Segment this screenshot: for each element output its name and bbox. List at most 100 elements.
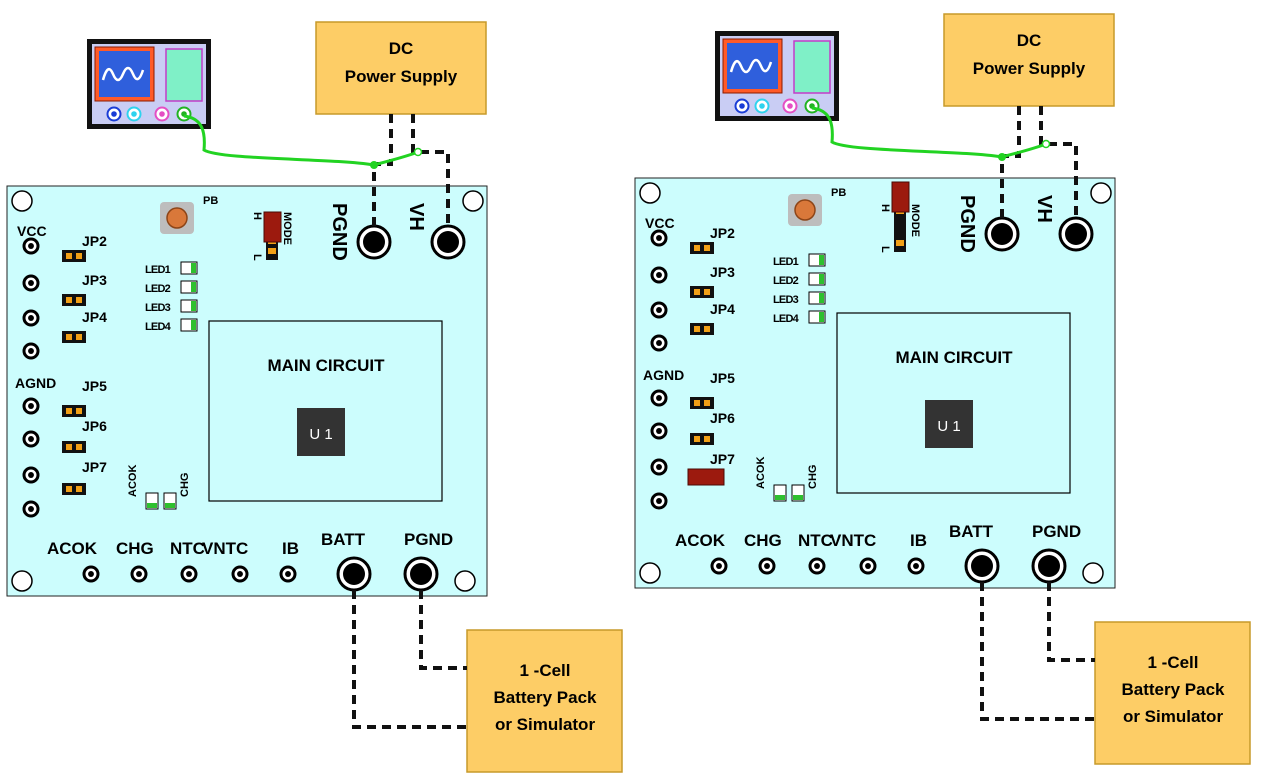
jumper-pin (76, 253, 82, 259)
test-point-icon[interactable] (650, 334, 668, 352)
led-cathode (819, 274, 824, 284)
test-point-icon[interactable] (710, 557, 728, 575)
test-point-icon[interactable] (22, 500, 40, 518)
test-point-icon[interactable] (859, 557, 877, 575)
power-supply-label: DC (1017, 31, 1042, 50)
push-button-icon[interactable] (160, 202, 194, 234)
led-cathode (191, 320, 196, 330)
led-label-1: LED1 (145, 264, 171, 276)
test-point-icon[interactable] (650, 389, 668, 407)
acok-led-label: ACOK (755, 457, 767, 489)
test-point-icon[interactable] (22, 430, 40, 448)
jumper-icon (690, 397, 714, 409)
jumper-pin (66, 408, 72, 414)
test-point-center (28, 280, 34, 286)
jumper-pin (704, 245, 710, 251)
test-point-icon[interactable] (650, 458, 668, 476)
jumper-pin (66, 444, 72, 450)
test-point-icon[interactable] (22, 397, 40, 415)
led-icon (180, 318, 198, 332)
jumper-label-jp4: JP4 (82, 309, 107, 325)
test-point-icon[interactable] (22, 342, 40, 360)
battery-box (1094, 621, 1251, 765)
jumper-label-jp2: JP2 (710, 225, 735, 241)
mode-h-label: H (251, 212, 263, 220)
pgnd-top-terminal[interactable] (356, 224, 392, 260)
scope-channel-dot (159, 111, 165, 117)
probe-wire (811, 106, 1047, 159)
battery-label: 1 -Cell (519, 661, 570, 680)
test-point-center (28, 348, 34, 354)
jumper-label-jp2: JP2 (82, 233, 107, 249)
push-button-cap (794, 199, 816, 221)
test-point-icon[interactable] (808, 557, 826, 575)
jumper-icon (62, 331, 86, 343)
test-point-center (28, 506, 34, 512)
batt-terminal[interactable] (336, 556, 372, 592)
jumper-jp4 (62, 331, 86, 343)
wire-supply-pgnd (372, 114, 393, 226)
pgnd-bottom-terminal[interactable] (1031, 548, 1067, 584)
wire-batt (980, 582, 1095, 721)
led-label-3: LED3 (773, 294, 799, 306)
test-point-icon[interactable] (907, 557, 925, 575)
bottom-label-ib: IB (910, 531, 927, 550)
power-supply-label: Power Supply (345, 67, 458, 86)
pgnd-bottom-terminal[interactable] (403, 556, 439, 592)
vh-terminal[interactable] (1058, 216, 1094, 252)
jumper-jp2 (62, 250, 86, 262)
pgnd-top-label: PGND (328, 203, 350, 261)
jumper-pin (76, 297, 82, 303)
terminal-icon (437, 231, 459, 253)
test-point-center (656, 235, 662, 241)
test-point-icon[interactable] (82, 565, 100, 583)
u1-label: U 1 (937, 418, 960, 435)
led-label-4: LED4 (773, 313, 800, 325)
test-point-center (764, 563, 770, 569)
test-point-icon[interactable] (279, 565, 297, 583)
battery-label: Battery Pack (493, 688, 597, 707)
led-label-4: LED4 (145, 321, 172, 333)
mounting-hole-icon (454, 570, 476, 592)
bottom-label-vntc: VNTC (202, 539, 248, 558)
battery-box (466, 629, 623, 773)
jumper-pin (704, 289, 710, 295)
power-supply-label: DC (389, 39, 414, 58)
test-point-icon[interactable] (231, 565, 249, 583)
jumper-jp5 (690, 397, 714, 409)
waveform-icon (729, 58, 773, 74)
terminal-icon (971, 555, 993, 577)
led-icon (808, 272, 826, 286)
jumper-jp4 (690, 323, 714, 335)
pgnd-top-terminal[interactable] (984, 216, 1020, 252)
scope-display (793, 40, 831, 94)
jumper-pin (66, 253, 72, 259)
power-supply-box (943, 13, 1115, 107)
test-point-icon[interactable] (180, 565, 198, 583)
batt-terminal[interactable] (964, 548, 1000, 584)
test-point-icon[interactable] (650, 301, 668, 319)
led-icon (163, 492, 177, 510)
test-point-icon[interactable] (22, 466, 40, 484)
test-point-center (814, 563, 820, 569)
test-point-icon[interactable] (22, 237, 40, 255)
test-point-icon[interactable] (650, 492, 668, 510)
test-point-icon[interactable] (22, 309, 40, 327)
vh-terminal[interactable] (430, 224, 466, 260)
jumper-icon (690, 433, 714, 445)
test-point-icon[interactable] (650, 229, 668, 247)
test-point-icon[interactable] (130, 565, 148, 583)
test-point-icon[interactable] (650, 422, 668, 440)
push-button-icon[interactable] (788, 194, 822, 226)
mode-shunt (263, 211, 282, 243)
mode-pin (896, 240, 904, 246)
test-point-icon[interactable] (758, 557, 776, 575)
pgnd-bottom-label: PGND (404, 530, 453, 549)
jumper-pin (694, 400, 700, 406)
pb-label: PB (203, 195, 218, 207)
battery-label: or Simulator (1123, 707, 1224, 726)
bottom-label-acok: ACOK (675, 531, 726, 550)
test-point-icon[interactable] (22, 274, 40, 292)
test-point-icon[interactable] (650, 266, 668, 284)
